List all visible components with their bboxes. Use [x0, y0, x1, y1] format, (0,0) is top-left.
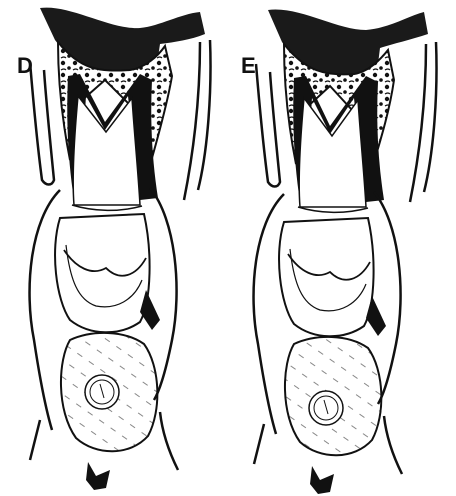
- panel-d-cej-line: [72, 205, 142, 210]
- panel-e-cej-line: [298, 207, 368, 212]
- panel-e-gingiva-left: [256, 64, 280, 187]
- panel-label-d: D: [17, 55, 33, 77]
- panel-e: [254, 10, 437, 494]
- panel-d-tooth-crown: [73, 96, 140, 205]
- panel-e-tooth-crown: [299, 98, 366, 207]
- panel-d-gingiva-right: [184, 40, 211, 200]
- panel-d: [30, 8, 211, 490]
- panel-e-lower-crown: [279, 218, 374, 336]
- panel-d-bottom-mark: [86, 462, 110, 490]
- panel-d-lower-crown: [55, 214, 150, 332]
- panel-label-e: E: [241, 55, 256, 77]
- panel-e-bottom-mark: [310, 466, 334, 494]
- panel-e-gingiva-right: [410, 42, 437, 202]
- panel-d-gingiva-left: [30, 62, 54, 185]
